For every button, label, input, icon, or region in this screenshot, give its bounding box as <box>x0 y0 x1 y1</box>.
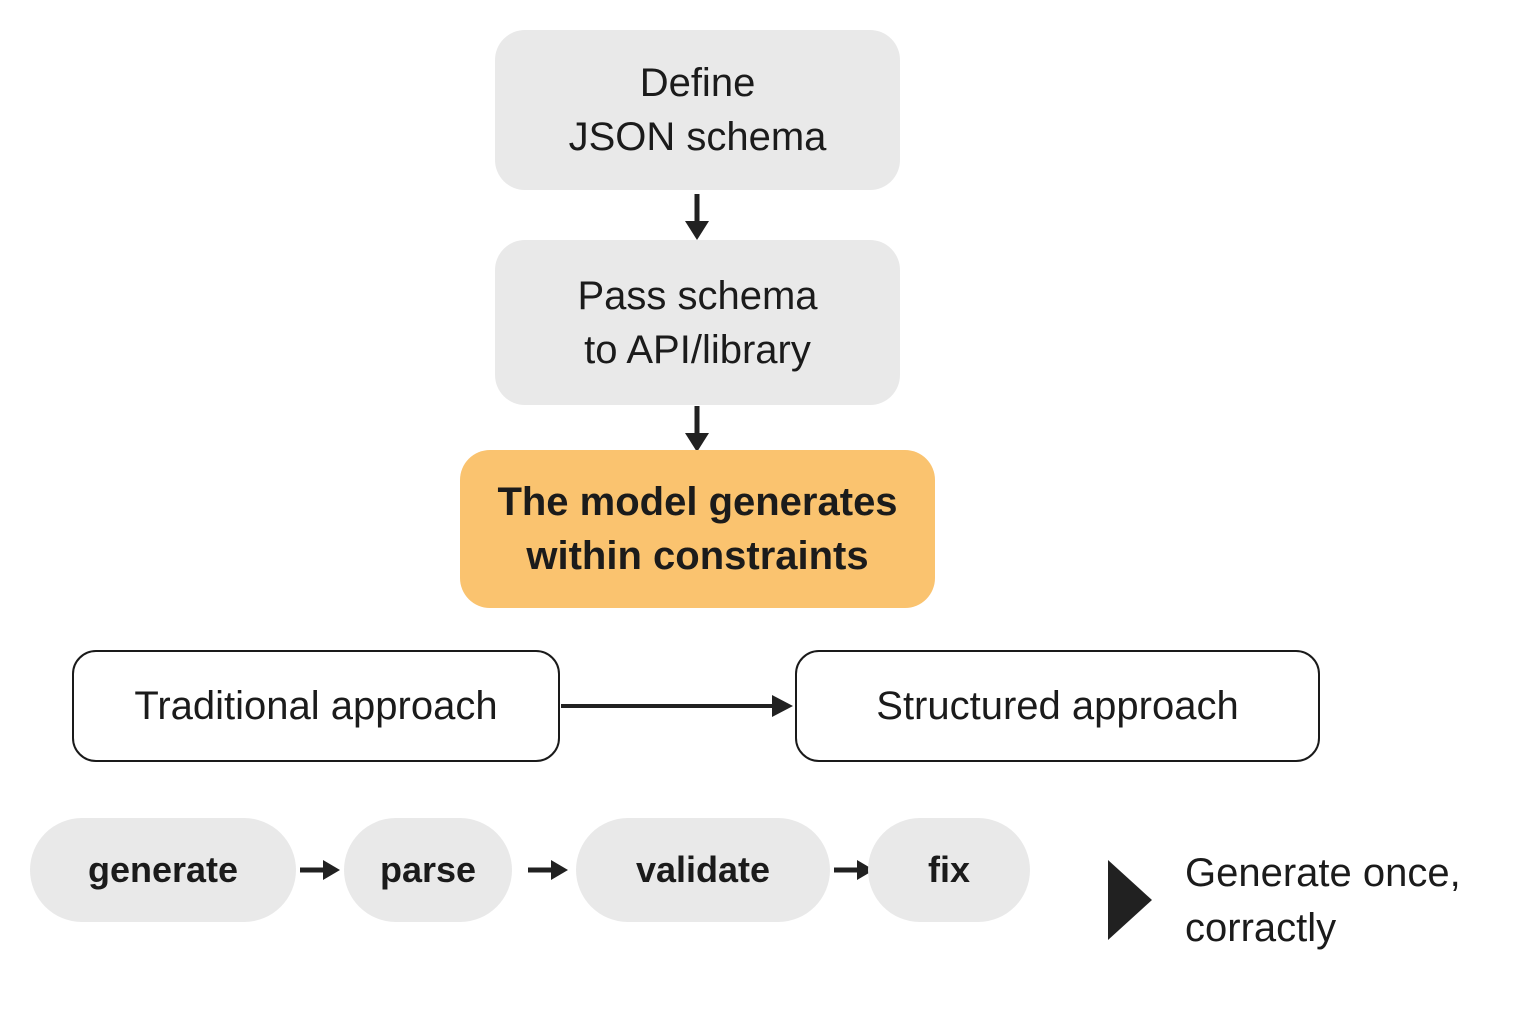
structured-approach-box: Structured approach <box>795 650 1320 762</box>
play-triangle-icon <box>1108 860 1152 940</box>
pipeline-step-generate: generate <box>30 818 296 922</box>
flow-step-model-generates-highlighted: The model generates within constraints <box>460 450 935 608</box>
callout-text: Generate once, corractly <box>1185 846 1461 956</box>
pipeline-step-validate: validate <box>576 818 830 922</box>
arrow-right-icon <box>528 857 568 883</box>
pipeline-step-label: validate <box>635 849 771 890</box>
pipeline-step-fix: fix <box>868 818 1030 922</box>
flow-step-line: JSON schema <box>568 115 827 159</box>
traditional-approach-label: Traditional approach <box>134 683 498 728</box>
traditional-approach-box: Traditional approach <box>72 650 560 762</box>
flow-step-line: to API/library <box>584 327 811 372</box>
arrow-down-icon <box>684 406 710 452</box>
pipeline-step-parse: parse <box>344 818 512 922</box>
pipeline-step-label: fix <box>927 849 970 890</box>
arrow-right-icon <box>300 857 340 883</box>
flow-step-line: within constraints <box>526 534 869 578</box>
callout-line-2: corractly <box>1185 906 1337 951</box>
arrow-right-icon <box>561 693 793 719</box>
pipeline-step-label: generate <box>87 849 239 890</box>
arrow-right-icon <box>834 857 874 883</box>
flow-step-line: Define <box>639 61 756 105</box>
arrow-down-icon <box>684 194 710 240</box>
pipeline-step-label: parse <box>379 849 477 890</box>
callout-line-1: Generate once, <box>1185 851 1461 895</box>
structured-approach-label: Structured approach <box>876 683 1239 728</box>
flow-step-line: The model generates <box>497 480 898 524</box>
flow-step-line: Pass schema <box>577 273 818 318</box>
flow-step-define-json-schema: Define JSON schema <box>495 30 900 190</box>
flow-step-pass-schema-to-api: Pass schema to API/library <box>495 240 900 405</box>
